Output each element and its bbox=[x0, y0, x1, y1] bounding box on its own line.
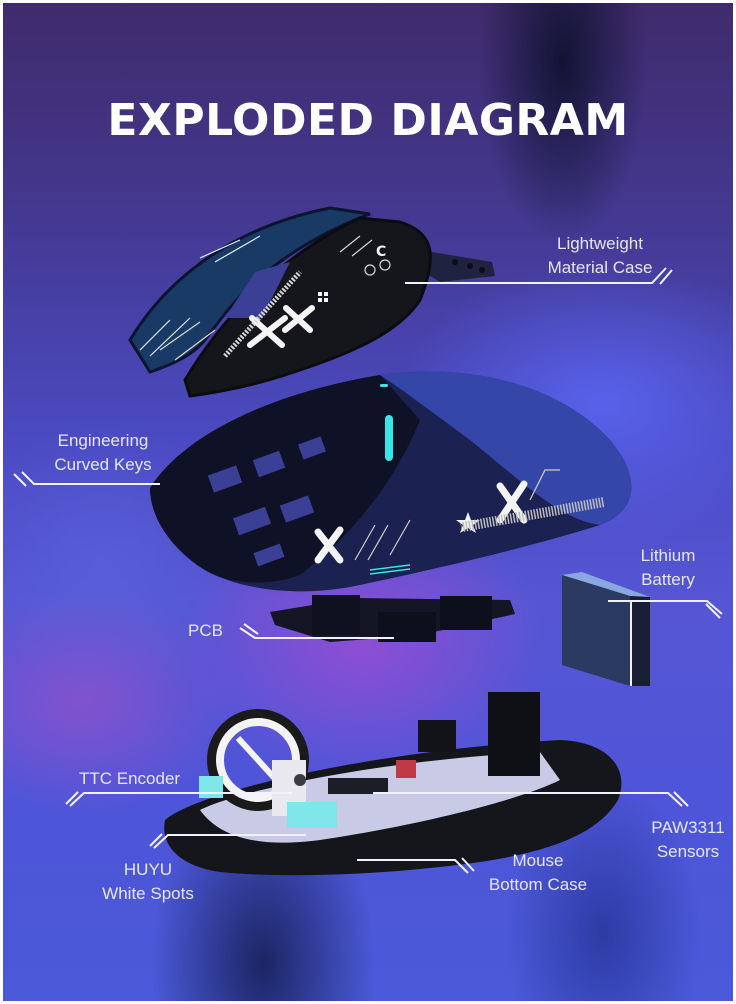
page-title: EXPLODED DIAGRAM bbox=[107, 95, 629, 146]
label-ttc-encoder: TTC Encoder bbox=[79, 769, 181, 788]
callout-lines bbox=[13, 267, 723, 874]
label-paw3311-sensors: PAW3311 Sensors bbox=[651, 818, 725, 861]
top-shell-part: C bbox=[128, 206, 495, 398]
label-lightweight-material-case: Lightweight Material Case bbox=[547, 234, 653, 277]
label-engineering-curved-keys: Engineering Curved Keys bbox=[54, 431, 152, 474]
label-pcb: PCB bbox=[188, 621, 223, 640]
battery-part bbox=[562, 572, 650, 686]
bottom-case-part bbox=[164, 692, 622, 876]
label-mouse-bottom-case: Mouse Bottom Case bbox=[488, 851, 588, 894]
main-body-part bbox=[150, 371, 632, 592]
exploded-diagram-poster: EXPLODED DIAGRAM C bbox=[3, 3, 733, 1001]
svg-text:C: C bbox=[376, 244, 386, 260]
label-lithium-battery: Lithium Battery bbox=[640, 546, 696, 589]
label-huyu-white-spots: HUYU White Spots bbox=[102, 860, 194, 903]
pcb-part bbox=[270, 595, 515, 642]
exploded-mouse-illustration: C bbox=[13, 206, 723, 876]
